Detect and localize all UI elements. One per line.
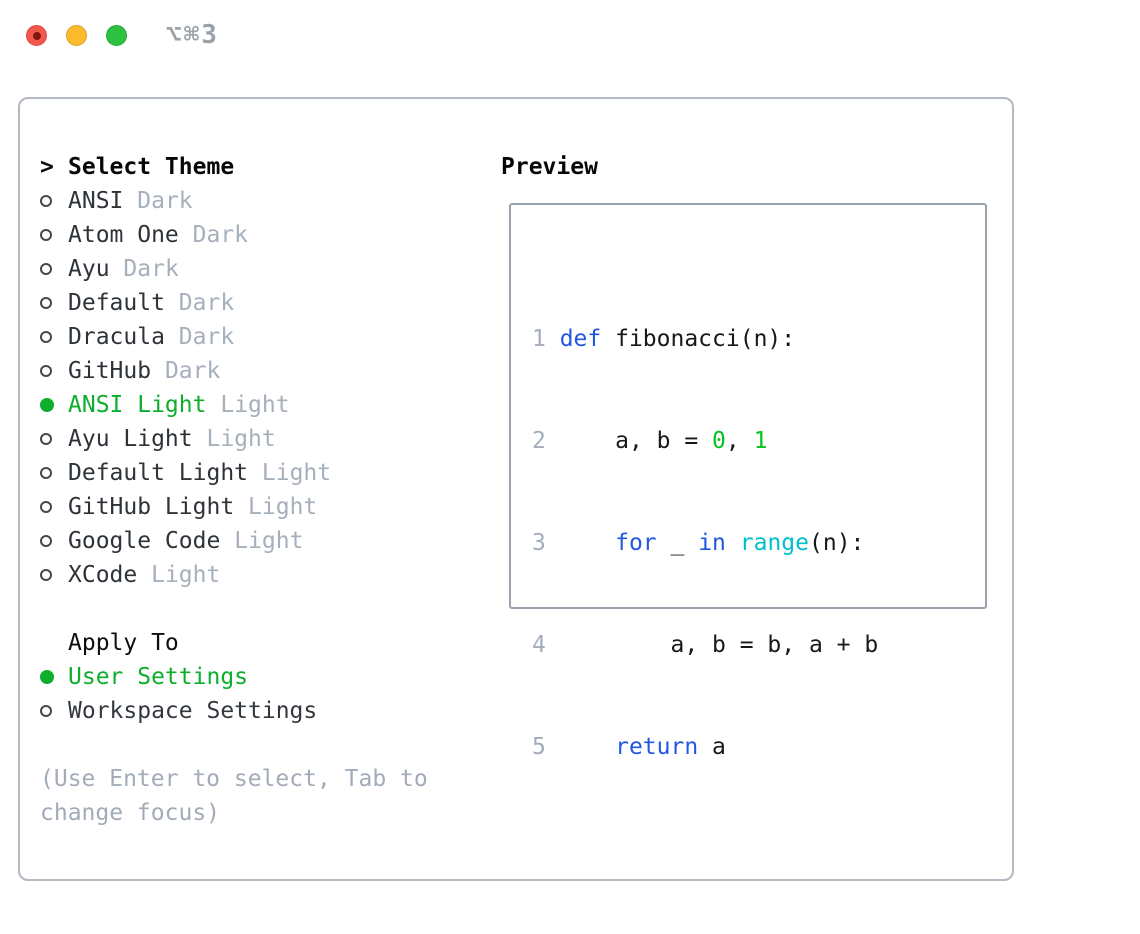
theme-tag: Light (234, 528, 304, 554)
theme-tag: Dark (192, 222, 249, 248)
radio-icon (40, 331, 52, 343)
radio-selected-icon (40, 670, 54, 684)
code-line: 3 for _ in range(n): (532, 530, 865, 556)
preview-pane: 1 def fibonacci(n): 2 a, b = 0, 1 3 for … (509, 203, 987, 760)
titlebar: ⌥⌘3 (0, 0, 1140, 72)
radio-icon (40, 705, 52, 717)
cursor-icon: > (40, 154, 54, 180)
theme-tag: Light (248, 494, 318, 520)
theme-tag: Dark (178, 290, 235, 316)
theme-tag: Dark (164, 358, 221, 384)
theme-tag: Light (151, 562, 221, 588)
radio-icon (40, 535, 52, 547)
keyboard-shortcut-label: ⌥⌘3 (166, 20, 219, 50)
theme-tag: Light (261, 460, 332, 486)
code-line: 5 return a (532, 734, 726, 760)
blank-line (532, 832, 981, 866)
radio-icon (40, 433, 52, 445)
theme-tag: Dark (178, 324, 235, 350)
code-line: 4 a, b = b, a + b (532, 632, 879, 658)
radio-icon (40, 229, 52, 241)
code-line: 2 a, b = 0, 1 (532, 428, 768, 454)
radio-icon (40, 467, 52, 479)
minimize-button[interactable] (66, 25, 87, 46)
close-button[interactable] (26, 25, 47, 46)
zoom-button[interactable] (106, 25, 127, 46)
radio-icon (40, 501, 52, 513)
radio-icon (40, 569, 52, 581)
radio-icon (40, 195, 52, 207)
radio-selected-icon (40, 398, 54, 412)
theme-tag: Dark (137, 188, 193, 214)
apply-to-title: Apply To (68, 630, 179, 656)
spacer (40, 592, 464, 626)
radio-icon (40, 297, 52, 309)
select-theme-title: Select Theme (68, 154, 235, 180)
radio-icon (40, 365, 52, 377)
theme-list-header: > Select Theme (40, 150, 464, 184)
code-preview: 1 def fibonacci(n): 2 a, b = 0, 1 3 for … (532, 254, 981, 934)
keyboard-hint-text: (Use Enter to select, Tab to change focu… (40, 766, 428, 826)
theme-tag: Light (206, 426, 276, 452)
code-line: 1 def fibonacci(n): (532, 326, 796, 352)
apply-to-header: Apply To (40, 626, 464, 660)
apply-option-user-settings[interactable]: User Settings (40, 660, 464, 694)
theme-tag: Light (220, 392, 290, 418)
radio-icon (40, 263, 52, 275)
apply-option-workspace-settings[interactable]: Workspace Settings (40, 694, 464, 728)
theme-tag: Dark (123, 256, 179, 282)
preview-title: Preview (501, 154, 598, 180)
traffic-lights (26, 25, 127, 46)
